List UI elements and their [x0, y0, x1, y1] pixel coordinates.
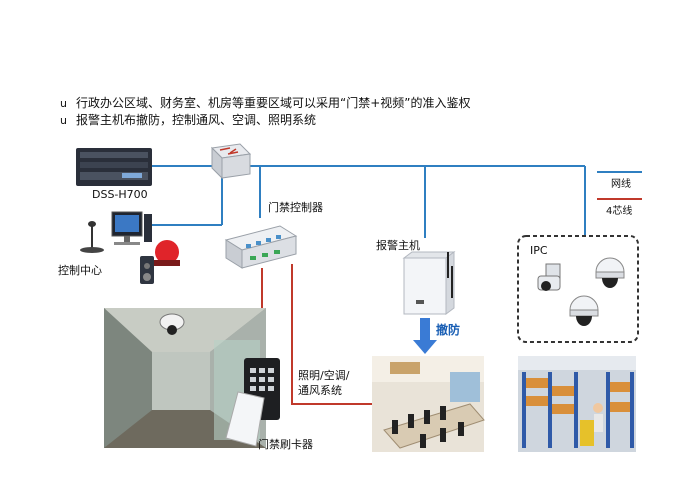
bullet-text: 行政办公区域、财务室、机房等重要区域可以采用“门禁+视频”的准入鉴权	[76, 96, 471, 110]
line-to-hvac	[291, 264, 372, 405]
door-controller-icon	[224, 225, 298, 269]
ipc-camera-dome-1-icon	[595, 257, 625, 288]
card-reader-icon	[225, 358, 280, 447]
bullet-item-1: u 行政办公区域、财务室、机房等重要区域可以采用“门禁+视频”的准入鉴权	[60, 94, 471, 111]
control-center-label: 控制中心	[58, 264, 102, 277]
legend-four-core-label: 4芯线	[606, 206, 633, 217]
dss-server-icon	[76, 148, 152, 186]
ipc-camera-bullet-icon	[537, 263, 561, 291]
hvac-label-line-1: 照明/空调/	[298, 369, 350, 382]
alarm-host-label: 报警主机	[376, 239, 420, 252]
door-controller-label: 门禁控制器	[268, 201, 323, 214]
ipc-label: IPC	[530, 244, 548, 257]
warehouse-photo	[518, 356, 636, 452]
network-lines	[150, 165, 586, 238]
disarm-arrow-icon	[413, 318, 437, 354]
switch-icon	[210, 143, 252, 180]
hvac-label-line-2: 通风系统	[298, 384, 342, 397]
card-reader-label: 门禁刷卡器	[258, 438, 313, 451]
alarm-host-icon	[402, 251, 456, 315]
ipc-camera-dome-2-icon	[569, 295, 599, 326]
disarm-label: 撤防	[436, 323, 461, 337]
dss-label: DSS-H700	[92, 188, 148, 201]
legend-network-label: 网线	[611, 179, 631, 190]
bullet-text: 报警主机布撤防，控制通风、空调、照明系统	[76, 113, 317, 127]
bullet-marker: u	[60, 97, 67, 110]
control-center-icon	[80, 211, 180, 284]
meeting-room-photo	[372, 356, 485, 452]
bullet-marker: u	[60, 114, 67, 127]
ipc-group-box	[517, 235, 639, 343]
bullet-item-2: u 报警主机布撤防，控制通风、空调、照明系统	[60, 111, 316, 128]
